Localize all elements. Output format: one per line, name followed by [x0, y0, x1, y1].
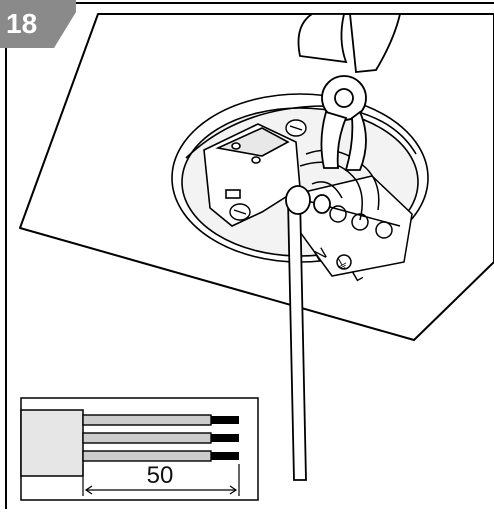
screwdriver-icon — [285, 185, 331, 481]
screw-icon — [229, 203, 251, 221]
terminal-earth-label: ⏚ — [332, 254, 352, 275]
dimension-line — [82, 464, 240, 496]
wire-insulation — [82, 432, 212, 444]
mounting-bracket — [203, 123, 301, 227]
wire-insulation — [82, 414, 212, 426]
bare-conductor — [211, 452, 239, 460]
step-badge — [0, 0, 76, 48]
dimension-label: 50 — [146, 462, 174, 489]
wire-insulation — [82, 450, 212, 462]
screw-icon — [285, 119, 307, 137]
bare-conductor — [211, 416, 239, 424]
bare-conductor — [211, 434, 239, 442]
pliers-hand — [297, 13, 402, 171]
wire-strip-inset — [20, 397, 259, 501]
step-number: 18 — [6, 8, 38, 39]
cable-sheath — [20, 409, 84, 477]
